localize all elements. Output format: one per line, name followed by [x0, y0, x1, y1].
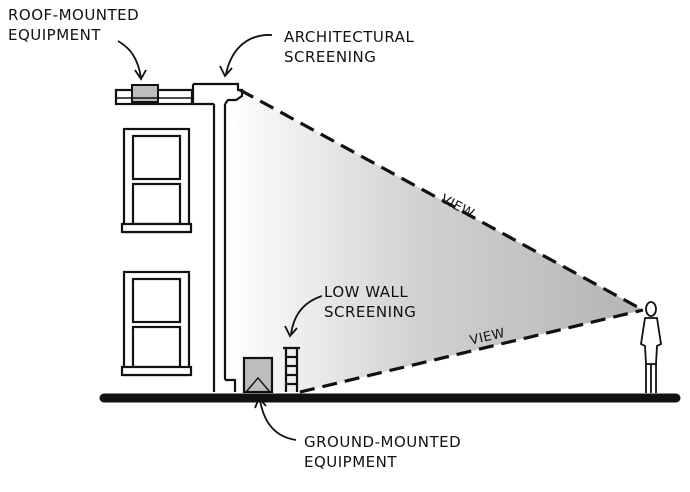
label-low-wall-screening: LOW WALL SCREENING [324, 282, 416, 322]
label-architectural-screening-line2: SCREENING [284, 48, 377, 66]
label-ground-mounted-equipment: GROUND-MOUNTED EQUIPMENT [304, 432, 461, 472]
building [191, 82, 244, 392]
label-low-wall-screening-line1: LOW WALL [324, 283, 409, 301]
label-architectural-screening-line1: ARCHITECTURAL [284, 28, 415, 46]
window-upper [120, 127, 193, 234]
label-roof-mounted-equipment-line2: EQUIPMENT [8, 26, 102, 44]
observer-figure [640, 301, 662, 393]
sight-line-upper [239, 88, 644, 312]
label-architectural-screening: ARCHITECTURAL SCREENING [284, 27, 414, 67]
low-wall-screen [283, 346, 300, 392]
label-ground-mounted-equipment-line2: EQUIPMENT [304, 453, 398, 471]
label-low-wall-screening-line2: SCREENING [324, 303, 417, 321]
label-roof-mounted-equipment-line1: ROOF-MOUNTED [8, 6, 140, 24]
arrow-low-wall-screening [290, 295, 323, 335]
roof-mounted-equipment-unit [131, 84, 159, 103]
window-lower [120, 270, 193, 377]
ground-mounted-equipment-unit [242, 356, 274, 394]
label-ground-mounted-equipment-line1: GROUND-MOUNTED [304, 433, 462, 451]
architectural-screening-cornice [193, 82, 244, 105]
label-roof-mounted-equipment: ROOF-MOUNTED EQUIPMENT [8, 5, 139, 45]
arrow-architectural-screening [225, 34, 273, 75]
view-cone-shading [228, 90, 643, 392]
pointer-arrows [117, 34, 323, 441]
arrow-ground-equipment [259, 399, 297, 441]
arrow-roof-equipment [117, 40, 142, 79]
sight-line-lower [299, 308, 644, 394]
roof-deck [114, 84, 194, 106]
